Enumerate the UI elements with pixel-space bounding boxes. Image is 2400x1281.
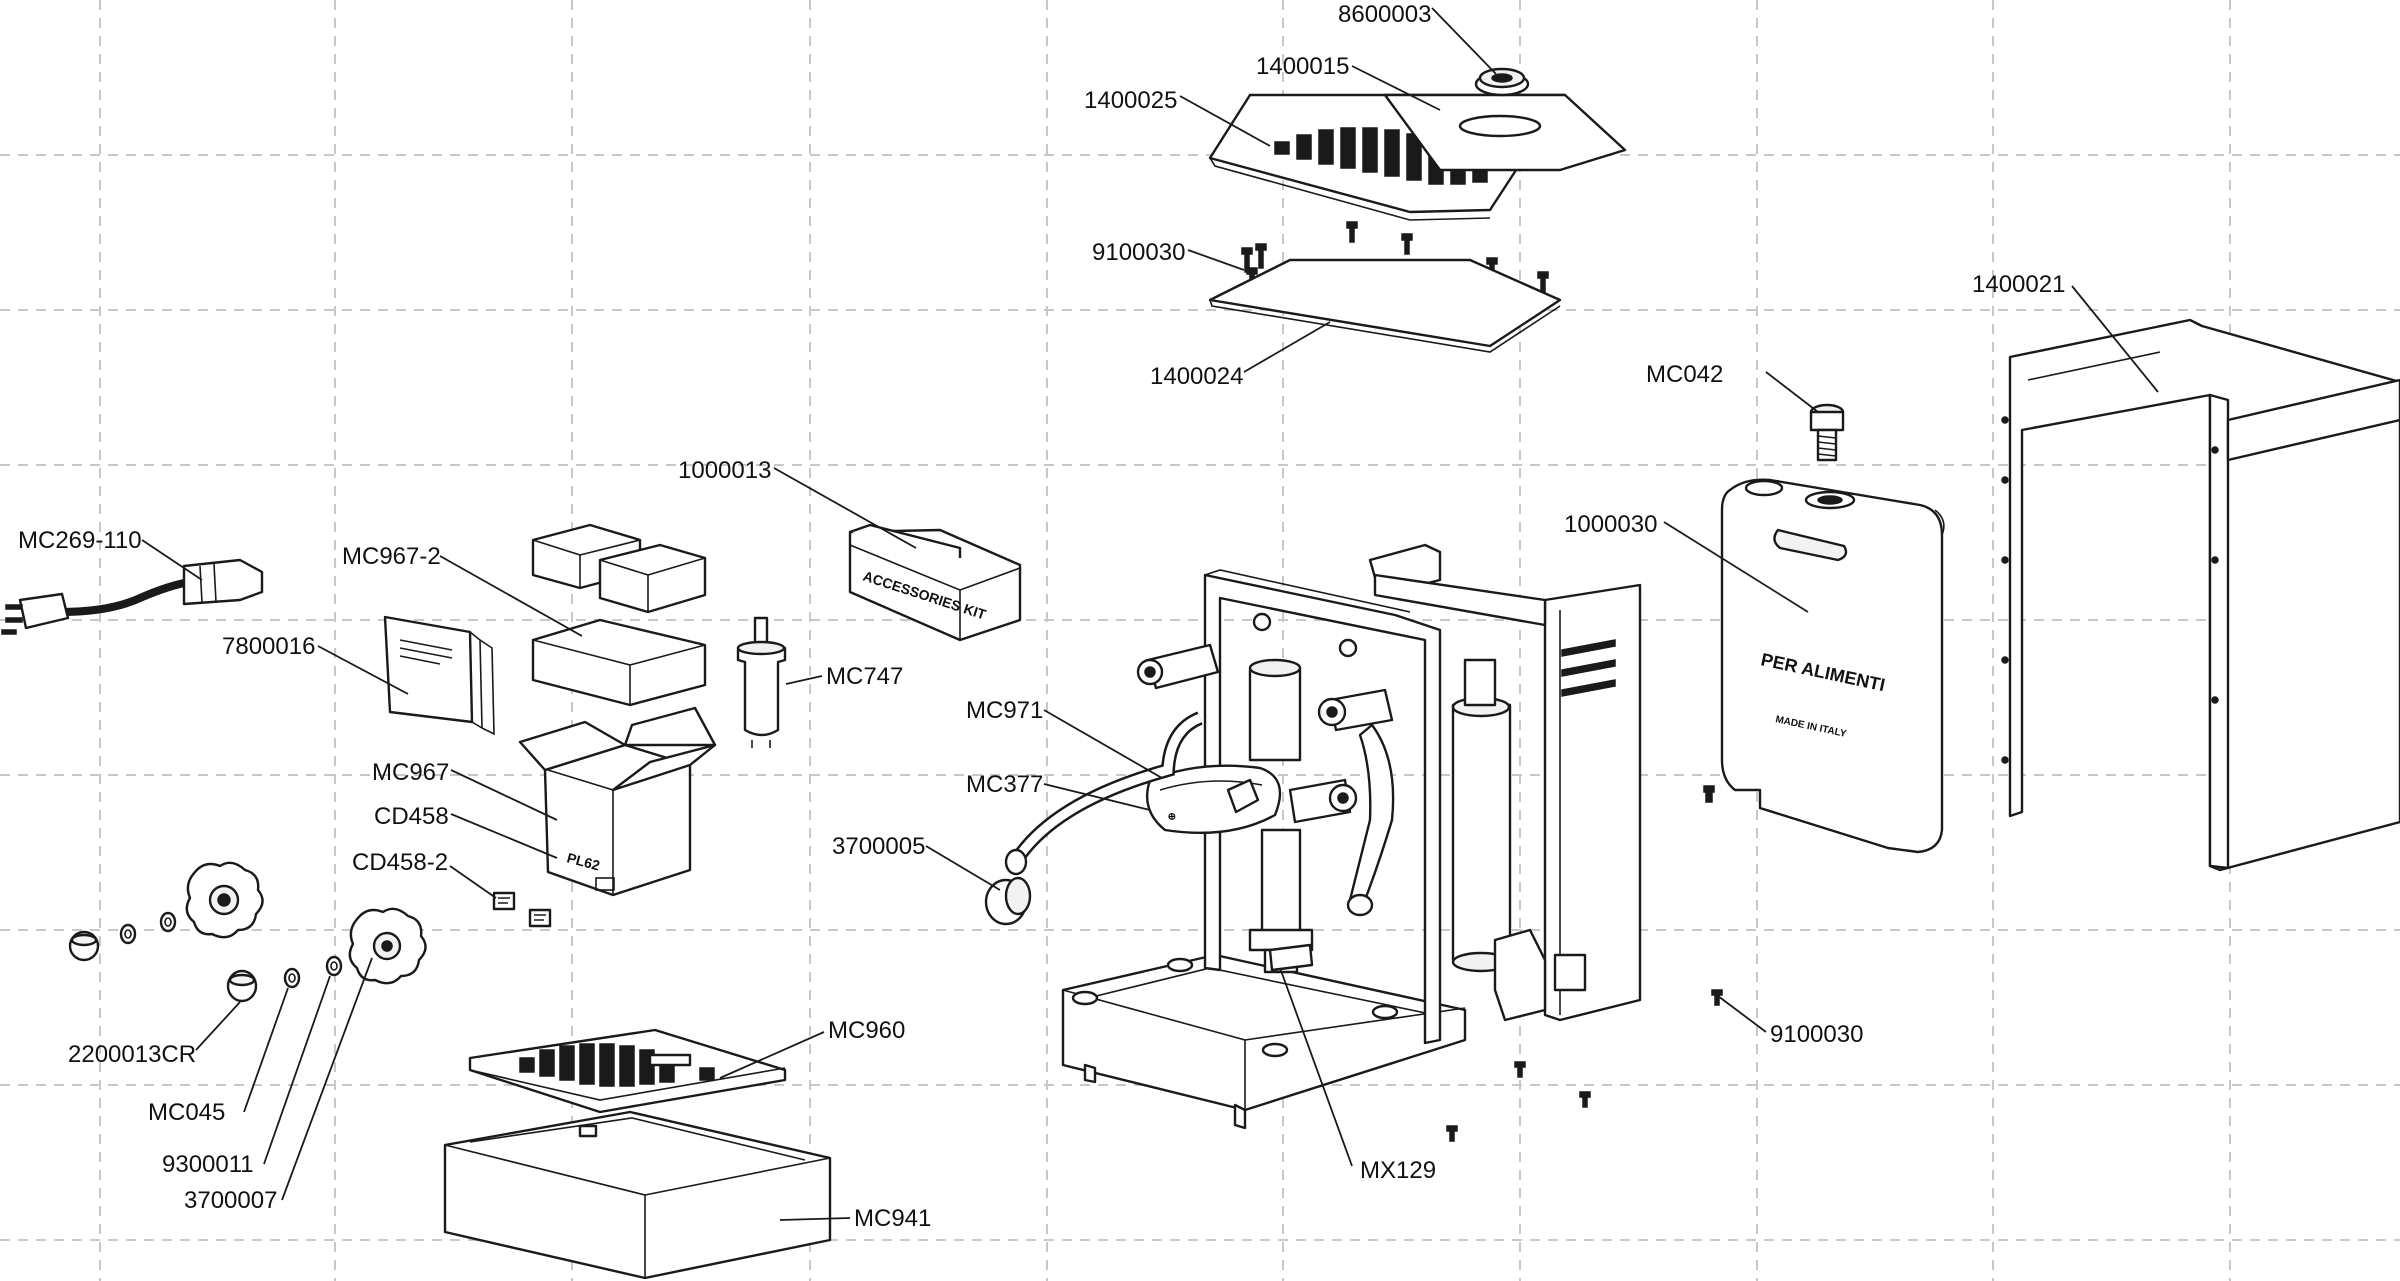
label-3700007: 3700007 [184,1187,277,1214]
label-CD458-2: CD458-2 [352,849,448,876]
drip-tray-grate-MC960 [468,1028,787,1114]
washers-left [119,911,177,945]
water-filter-MC747 [736,616,787,748]
top-cover-lid-1400015 [1383,93,1627,172]
foam-inserts-MC967-2 [531,523,707,707]
label-MC971: MC971 [966,697,1043,724]
label-1400021: 1400021 [1972,271,2065,298]
ring-9300011 [325,955,343,977]
label-MC960: MC960 [828,1017,905,1044]
knob-3700007-upper [185,861,264,939]
label-1000030: 1000030 [1564,511,1657,538]
label-MC747: MC747 [826,663,903,690]
label-9100030-top: 9100030 [1092,239,1185,266]
label-MC967-2: MC967-2 [342,543,441,570]
label-MC042: MC042 [1646,361,1723,388]
label-1400024: 1400024 [1150,363,1243,390]
label-MC045: MC045 [148,1099,225,1126]
label-MC967: MC967 [372,759,449,786]
washer-MC045 [283,967,301,989]
power-cord-MC269-110 [1,558,264,635]
knob-3700007-lower [348,907,427,985]
machine-frame: ⊕ [1004,543,1723,1142]
spout-cap-3700005 [984,876,1032,926]
accessories-kit-box-1000013: ACCESSORIES KIT [848,523,1022,642]
leader-lines [141,7,2159,1221]
cap-2200013CR [226,969,258,1003]
label-CD458: CD458 [374,803,449,830]
label-MC269-110: MC269-110 [18,527,142,554]
label-1400015: 1400015 [1256,53,1349,80]
group-badge: ⊕ [1167,811,1176,823]
manual-booklet-7800016 [383,615,495,736]
label-2200013CR: 2200013CR [68,1041,196,1068]
label-8600003: 8600003 [1338,1,1431,28]
label-MX129: MX129 [1360,1157,1436,1184]
label-9100030-bottom: 9100030 [1770,1021,1863,1048]
water-tank-1000030 [1703,478,1945,854]
label-1000013: 1000013 [678,457,771,484]
drip-tray-MC941 [443,1110,832,1280]
label-3700005: 3700005 [832,833,925,860]
label-MC941: MC941 [854,1205,931,1232]
screw-MC042 [1809,403,1845,462]
carton-MC967: PL62 [518,706,717,897]
grommet-8600003 [1474,67,1530,97]
label-9300011: 9300011 [162,1151,254,1178]
callout-labels: 8600003 1400015 1400025 9100030 1400024 … [18,1,2065,1232]
cap-2200013CR-left [68,930,100,962]
label-MC377: MC377 [966,771,1043,798]
inner-plate-1400024 [1208,258,1562,353]
side-panel-1400021 [2001,318,2400,872]
label-1400025: 1400025 [1084,87,1177,114]
labels-CD458-2 [492,891,552,928]
label-7800016: 7800016 [222,633,315,660]
